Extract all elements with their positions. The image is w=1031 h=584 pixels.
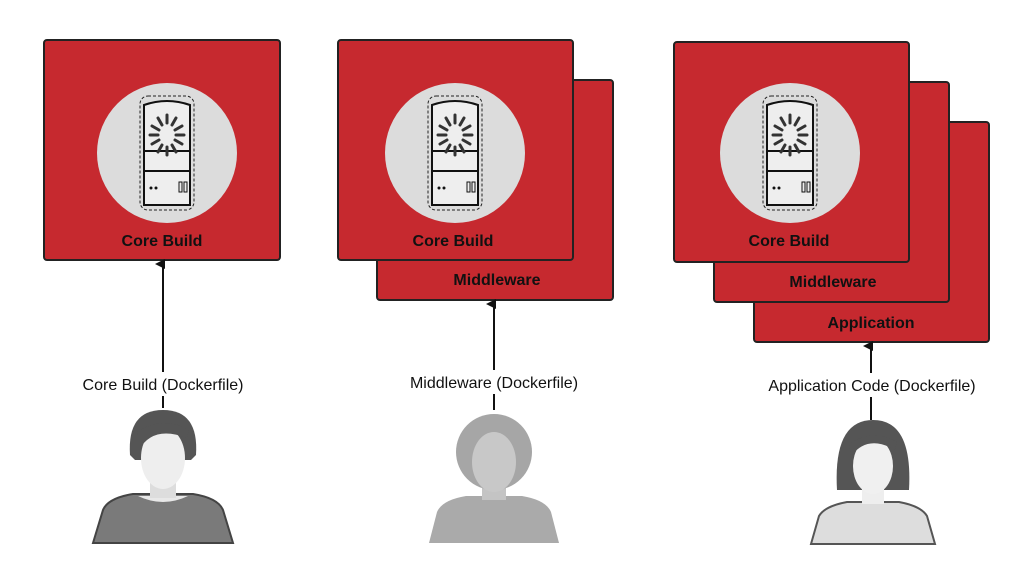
caption: Middleware (Dockerfile): [410, 375, 578, 392]
person-icon: [809, 420, 937, 545]
server-icon: [718, 81, 862, 225]
layer-label: Middleware: [789, 274, 876, 291]
server-icon: [95, 81, 239, 225]
layer-label: Core Build: [122, 233, 203, 250]
layer-label: Application: [827, 315, 914, 332]
column-middleware: Middleware Core Build Middleware (Docker…: [337, 39, 614, 543]
caption: Application Code (Dockerfile): [768, 378, 975, 395]
column-core-build: Core Build Core Build (Dockerfile): [43, 39, 281, 544]
layer-label: Core Build: [749, 233, 830, 250]
person-icon: [91, 410, 235, 544]
column-application: Application Middleware Core Build Applic…: [673, 41, 992, 545]
caption: Core Build (Dockerfile): [83, 377, 244, 394]
layer-label: Core Build: [413, 233, 494, 250]
layer-label: Middleware: [453, 272, 540, 289]
server-icon: [383, 81, 527, 225]
person-icon: [429, 414, 559, 543]
